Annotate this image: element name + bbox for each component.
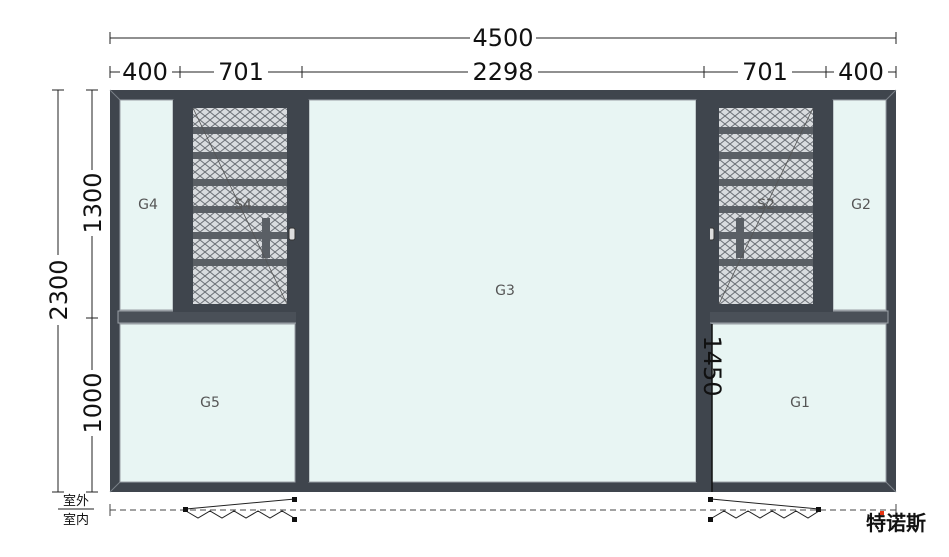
- screen-sash-s4: [183, 100, 298, 312]
- dim-width-3: 2298: [472, 58, 533, 86]
- dim-width-4: 701: [742, 58, 788, 86]
- dim-door-height: 1450: [698, 335, 726, 396]
- opening-symbol-left: [183, 497, 297, 522]
- dim-width-1: 400: [122, 58, 168, 86]
- brand-accent-dot: [880, 511, 884, 515]
- left-dimension-labels: 2300 1300 1000: [44, 170, 107, 436]
- dim-total-height: 2300: [45, 259, 73, 320]
- opening-symbol-right: [708, 497, 821, 522]
- pane-g4: [119, 99, 174, 311]
- mullions: [173, 100, 833, 482]
- dim-lower-height: 1000: [79, 372, 107, 433]
- dim-upper-height: 1300: [79, 172, 107, 233]
- brand-logo: 特诺斯: [866, 511, 926, 535]
- handle-icon[interactable]: [288, 227, 296, 241]
- label-g5: G5: [200, 395, 220, 411]
- pane-g3: [308, 99, 697, 483]
- label-indoor: 室内: [63, 512, 89, 528]
- top-dimension-labels: 4500 400 701 2298 701 400: [120, 24, 888, 86]
- pane-g1: [711, 323, 887, 483]
- label-g2: G2: [851, 197, 871, 213]
- transoms: [117, 310, 889, 324]
- glass-panes: [119, 99, 887, 483]
- brand-logo-text: 特诺斯: [866, 511, 926, 535]
- label-g3: G3: [495, 283, 515, 299]
- label-g4: G4: [138, 197, 158, 213]
- label-s4: S4: [234, 197, 252, 213]
- label-outdoor: 室外: [63, 493, 89, 509]
- floor-plan-section: 室外 室内: [58, 493, 897, 528]
- screen-sash-s2: [707, 100, 823, 312]
- dim-width-5: 400: [838, 58, 884, 86]
- pane-g2: [832, 99, 887, 311]
- pane-labels: G4 S4 G5 G3 S2 G2 G1: [138, 197, 871, 411]
- dim-width-2: 701: [218, 58, 264, 86]
- dim-total-width: 4500: [472, 24, 533, 52]
- label-s2: S2: [757, 197, 775, 213]
- pane-g5: [119, 323, 296, 483]
- label-g1: G1: [790, 395, 810, 411]
